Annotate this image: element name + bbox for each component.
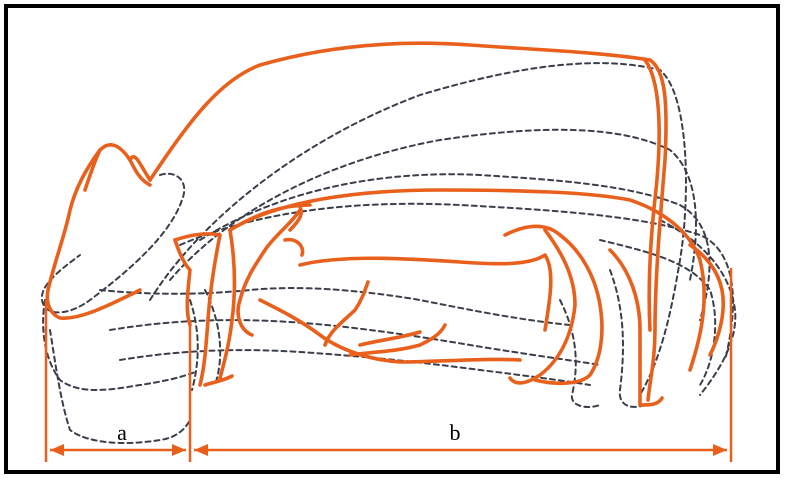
dashed-outline-legs-1 (560, 300, 600, 407)
dashed-outline-head-2 (43, 300, 195, 390)
lying-cow-tail (690, 245, 723, 355)
lying-cow-inner-body (300, 255, 551, 330)
lying-cow-horn (285, 204, 303, 255)
arrowhead-a-left (50, 444, 64, 456)
arrowhead-b-right (713, 444, 727, 456)
intermediate-pose-outlines (42, 63, 735, 443)
lying-cow-chin (175, 240, 190, 325)
arrowhead-a-right (172, 444, 186, 456)
dashed-outline-neck (100, 288, 570, 325)
dimension-label-b: b (450, 420, 461, 445)
dimension-label-a: a (117, 420, 127, 445)
dashed-outline-belly-1 (110, 320, 600, 365)
standing-and-lying-outlines (47, 43, 723, 405)
dimension-lines: a b (46, 268, 731, 462)
arrowhead-b-left (194, 444, 208, 456)
